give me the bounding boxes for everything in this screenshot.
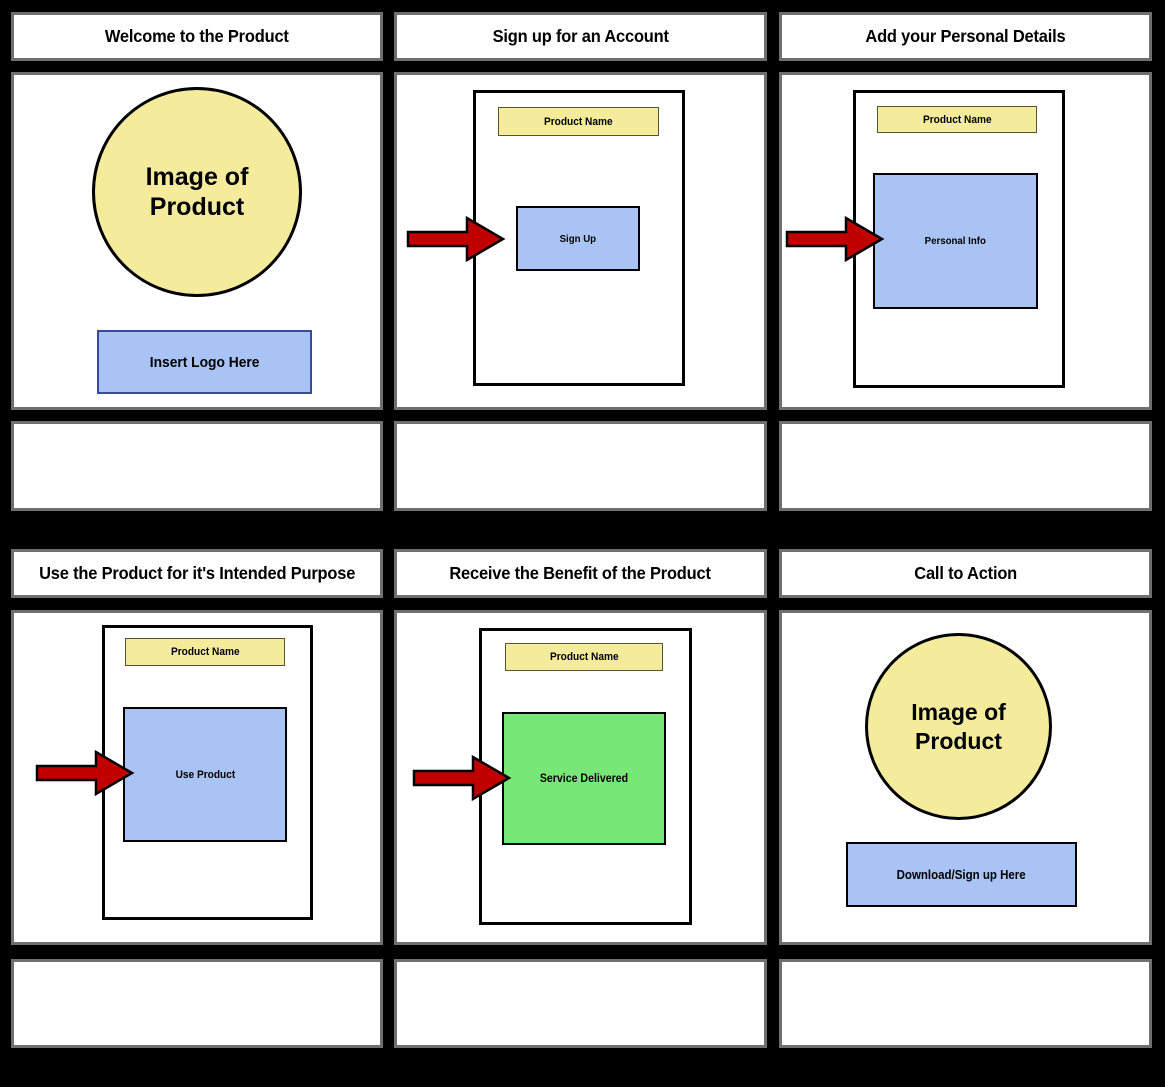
app-page-outline[interactable]: Product Name Sign Up bbox=[473, 90, 685, 386]
arrow-icon[interactable] bbox=[406, 215, 506, 263]
panel-2-scene-cell[interactable]: Product Name Sign Up bbox=[394, 72, 767, 410]
panel-3-description-cell[interactable] bbox=[779, 421, 1152, 511]
panel-4-scene-cell[interactable]: Product Name Use Product bbox=[11, 610, 383, 945]
use-product-box[interactable]: Use Product bbox=[123, 707, 287, 842]
sign-up-box[interactable]: Sign Up bbox=[516, 206, 640, 271]
app-page-outline[interactable]: Product Name Use Product bbox=[102, 625, 313, 920]
product-name-header[interactable]: Product Name bbox=[125, 638, 285, 666]
panel-3-title-cell[interactable]: Add your Personal Details bbox=[779, 12, 1152, 61]
action-label: Use Product bbox=[175, 768, 235, 781]
product-name-header[interactable]: Product Name bbox=[505, 643, 663, 671]
panel-6-title: Call to Action bbox=[914, 563, 1017, 583]
circle-label-line1: Image of bbox=[911, 699, 1006, 726]
action-label: Personal Info bbox=[924, 235, 987, 247]
personal-info-box[interactable]: Personal Info bbox=[873, 173, 1038, 309]
panel-5-description-cell[interactable] bbox=[394, 959, 767, 1048]
circle-label-line2: Product bbox=[915, 727, 1002, 754]
cta-box-label: Download/Sign up Here bbox=[896, 867, 1027, 882]
circle-label-line2: Product bbox=[149, 193, 245, 221]
panel-4-title-cell[interactable]: Use the Product for it's Intended Purpos… bbox=[11, 549, 383, 598]
panel-4-title: Use the Product for it's Intended Purpos… bbox=[38, 563, 356, 583]
header-label: Product Name bbox=[922, 113, 992, 126]
panel-6-scene-cell[interactable]: Image of Product Download/Sign up Here bbox=[779, 610, 1152, 945]
action-label: Sign Up bbox=[559, 232, 597, 245]
panel-1-scene-cell[interactable]: Image of Product Insert Logo Here bbox=[11, 72, 383, 410]
panel-2-title: Sign up for an Account bbox=[492, 26, 669, 46]
panel-5-title: Receive the Benefit of the Product bbox=[449, 563, 712, 583]
panel-3-title: Add your Personal Details bbox=[865, 26, 1066, 46]
panel-4-description-cell[interactable] bbox=[11, 959, 383, 1048]
product-name-header[interactable]: Product Name bbox=[498, 107, 659, 136]
header-label: Product Name bbox=[170, 646, 240, 658]
panel-1-description-cell[interactable] bbox=[11, 421, 383, 511]
arrow-icon[interactable] bbox=[785, 215, 885, 263]
action-label: Service Delivered bbox=[539, 772, 629, 785]
panel-2-title-cell[interactable]: Sign up for an Account bbox=[394, 12, 767, 61]
panel-5-scene-cell[interactable]: Product Name Service Delivered bbox=[394, 610, 767, 945]
service-delivered-box[interactable]: Service Delivered bbox=[502, 712, 666, 845]
arrow-icon[interactable] bbox=[35, 749, 135, 797]
circle-label-line1: Image of bbox=[145, 162, 249, 191]
app-page-outline[interactable]: Product Name Personal Info bbox=[853, 90, 1065, 388]
product-image-circle[interactable]: Image of Product bbox=[92, 87, 302, 297]
app-page-outline[interactable]: Product Name Service Delivered bbox=[479, 628, 692, 925]
logo-box-label: Insert Logo Here bbox=[149, 353, 260, 371]
panel-3-scene-cell[interactable]: Product Name Personal Info bbox=[779, 72, 1152, 410]
insert-logo-box[interactable]: Insert Logo Here bbox=[97, 330, 312, 394]
panel-2-description-cell[interactable] bbox=[394, 421, 767, 511]
arrow-icon[interactable] bbox=[412, 754, 512, 802]
panel-1-title: Welcome to the Product bbox=[105, 26, 289, 46]
header-label: Product Name bbox=[544, 115, 613, 128]
header-label: Product Name bbox=[549, 651, 619, 663]
product-image-circle[interactable]: Image of Product bbox=[865, 633, 1052, 820]
panel-5-title-cell[interactable]: Receive the Benefit of the Product bbox=[394, 549, 767, 598]
product-name-header[interactable]: Product Name bbox=[877, 106, 1037, 133]
panel-1-title-cell[interactable]: Welcome to the Product bbox=[11, 12, 383, 61]
panel-6-title-cell[interactable]: Call to Action bbox=[779, 549, 1152, 598]
panel-6-description-cell[interactable] bbox=[779, 959, 1152, 1048]
download-signup-box[interactable]: Download/Sign up Here bbox=[846, 842, 1077, 907]
